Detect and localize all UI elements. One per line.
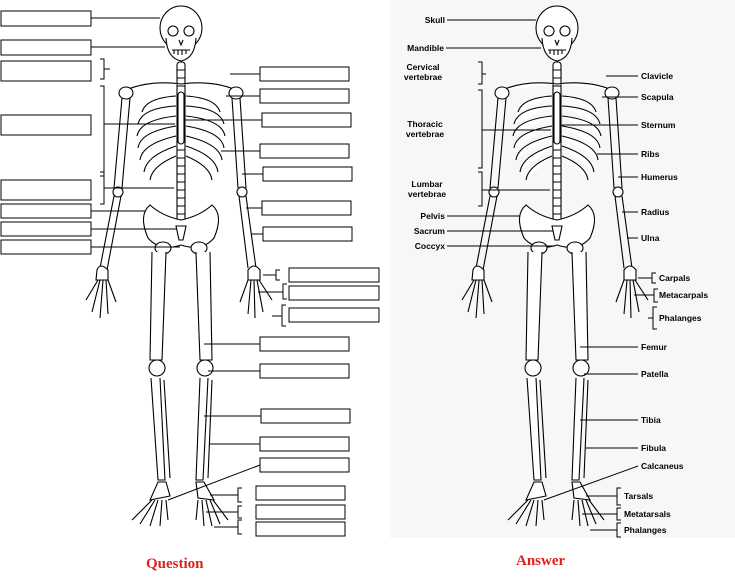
label-sacrum: Sacrum	[414, 226, 446, 236]
question-panel	[0, 5, 380, 537]
answer-background	[390, 0, 735, 538]
label-thoracic-2: vertebrae	[406, 129, 445, 139]
label-metacarpals: Metacarpals	[659, 290, 708, 300]
label-cervical-2: vertebrae	[404, 72, 443, 82]
answer-panel: Skull Mandible Cervical vertebrae Thorac…	[390, 0, 735, 538]
label-ulna: Ulna	[641, 233, 660, 243]
blank-humerus[interactable]	[262, 166, 353, 182]
label-lumbar-2: vertebrae	[408, 189, 447, 199]
blank-carpals[interactable]	[288, 267, 380, 283]
label-pelvis: Pelvis	[420, 211, 445, 221]
blank-mandible[interactable]	[0, 39, 92, 56]
label-phalanges-hand: Phalanges	[659, 313, 702, 323]
blank-phalanges-foot[interactable]	[255, 521, 346, 537]
blank-patella[interactable]	[259, 363, 350, 379]
blank-scapula[interactable]	[259, 88, 350, 104]
blank-metatarsals[interactable]	[255, 504, 346, 520]
question-caption: Question	[146, 556, 204, 572]
label-metatarsals: Metatarsals	[624, 509, 671, 519]
label-carpals: Carpals	[659, 273, 690, 283]
question-skeleton-drawing	[85, 5, 273, 527]
label-humerus: Humerus	[641, 172, 678, 182]
blank-metacarpals[interactable]	[288, 285, 380, 301]
blank-sternum[interactable]	[261, 112, 352, 128]
blank-pelvis[interactable]	[0, 203, 92, 219]
answer-caption: Answer	[516, 553, 566, 569]
label-tarsals: Tarsals	[624, 491, 653, 501]
label-scapula: Scapula	[641, 92, 674, 102]
answer-leader-lines	[446, 19, 658, 538]
blank-lumbar[interactable]	[0, 179, 92, 201]
answer-labels: Skull Mandible Cervical vertebrae Thorac…	[404, 15, 709, 535]
blank-thoracic[interactable]	[0, 114, 92, 136]
label-fibula: Fibula	[641, 443, 666, 453]
label-cervical-1: Cervical	[406, 62, 439, 72]
label-phalanges-foot: Phalanges	[624, 525, 667, 535]
label-sternum: Sternum	[641, 120, 676, 130]
label-calcaneus: Calcaneus	[641, 461, 684, 471]
label-skull: Skull	[425, 15, 445, 25]
label-ribs: Ribs	[641, 149, 660, 159]
blank-sacrum[interactable]	[0, 221, 92, 237]
label-coccyx: Coccyx	[415, 241, 446, 251]
blank-calcaneus[interactable]	[259, 457, 350, 473]
question-leader-lines	[91, 17, 287, 535]
blank-cervical[interactable]	[0, 60, 92, 82]
blank-radius[interactable]	[261, 200, 352, 216]
blank-coccyx[interactable]	[0, 239, 92, 255]
blank-tarsals[interactable]	[255, 485, 346, 501]
blank-tibia[interactable]	[260, 408, 351, 424]
blank-clavicle[interactable]	[259, 66, 350, 82]
label-femur: Femur	[641, 342, 668, 352]
blank-ribs[interactable]	[259, 143, 350, 159]
label-mandible: Mandible	[407, 43, 444, 53]
label-patella: Patella	[641, 369, 669, 379]
blank-fibula[interactable]	[259, 436, 350, 452]
label-radius: Radius	[641, 207, 670, 217]
blank-phalanges-hand[interactable]	[288, 307, 380, 323]
label-tibia: Tibia	[641, 415, 661, 425]
label-clavicle: Clavicle	[641, 71, 673, 81]
label-lumbar-1: Lumbar	[411, 179, 443, 189]
label-thoracic-1: Thoracic	[407, 119, 443, 129]
blank-femur[interactable]	[259, 336, 350, 352]
blank-skull[interactable]	[0, 10, 92, 27]
blank-ulna[interactable]	[262, 226, 353, 242]
